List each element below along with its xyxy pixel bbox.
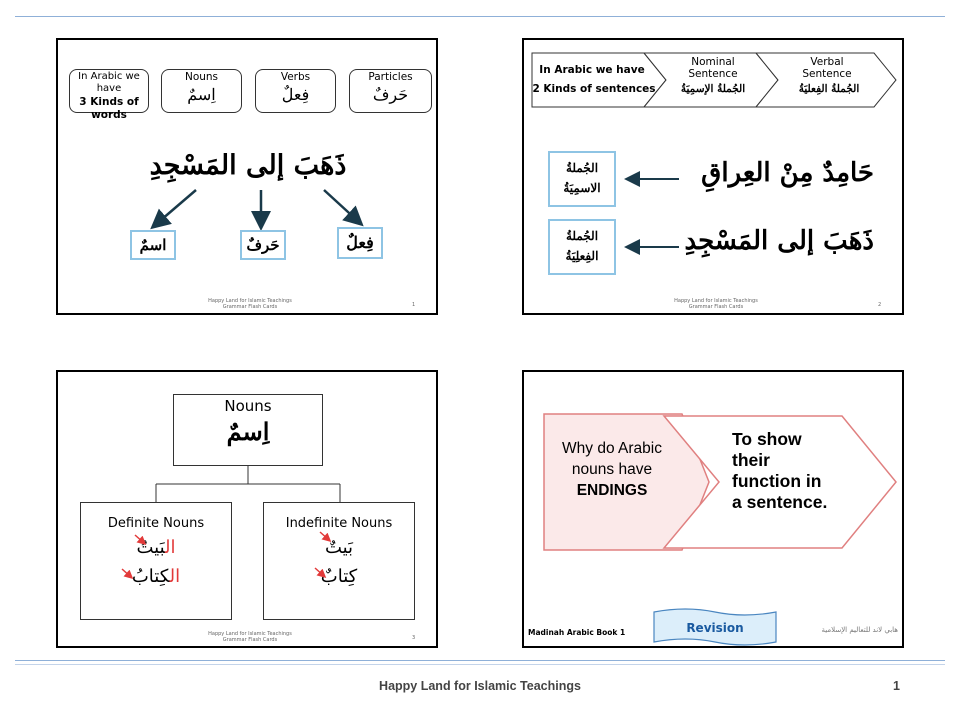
- nouns-label: Nouns: [184, 71, 219, 83]
- intro-line2: 3 Kinds of: [79, 96, 139, 108]
- slide-1-kinds-of-words[interactable]: In Arabic we have 3 Kinds of words Nouns…: [56, 38, 438, 315]
- revision-banner[interactable]: [652, 608, 778, 648]
- indefinite-arrow-2-icon: [314, 567, 327, 578]
- nouns-title-box: Nouns اِسمٌ: [173, 394, 323, 466]
- verbal-arabic: الجُملةُ الفِعليَةُ: [798, 83, 860, 95]
- verbs-box: Verbs فِعلٌ: [255, 69, 336, 113]
- nominal-example: حَامِدٌ مِنْ العِراقِ: [701, 158, 874, 188]
- tree-connector: [155, 466, 341, 502]
- arrow-to-verb: [323, 189, 364, 227]
- slide-footer: Happy Land for Islamic Teachings Grammar…: [208, 631, 292, 643]
- verbal-example: ذَهَبَ إلى المَسْجِدِ: [684, 226, 874, 256]
- nouns-title-arabic: اِسمٌ: [226, 417, 270, 446]
- indefinite-box: Indefinite Nouns بَيتٌ كِتابٌ: [263, 502, 415, 620]
- slide-3-nouns[interactable]: Nouns اِسمٌ Definite Nouns البَيتُ الكِت…: [56, 370, 438, 648]
- slide-4-revision[interactable]: Why do Arabic nouns have ENDINGS To show…: [522, 370, 904, 648]
- verbs-label: Verbs: [280, 71, 311, 83]
- page-number: 1: [893, 679, 900, 693]
- bottom-rule-2: [15, 664, 945, 665]
- definite-arrow-1-icon: [134, 534, 147, 545]
- slide-number: 1: [412, 302, 416, 308]
- indefinite-word-1: بَيتٌ: [324, 537, 354, 558]
- nominal-label: Nominal Sentence: [688, 56, 738, 80]
- particle-box: حَرفٌ: [240, 230, 286, 260]
- arrow-to-noun: [150, 189, 197, 230]
- intro-text: In Arabic we have: [539, 64, 645, 76]
- nouns-arabic: اِسمٌ: [187, 85, 216, 104]
- answer-text: To show their function in a sentence.: [732, 429, 828, 512]
- slide-number: 3: [412, 635, 416, 641]
- pointer-arrows: [624, 171, 679, 255]
- top-rule: [15, 16, 945, 17]
- question-text: Why do Arabic nouns have ENDINGS: [562, 440, 662, 499]
- verbal-box: الجُملةُ الفِعلِيَةُ: [548, 219, 616, 275]
- particles-box: Particles حَرفٌ: [349, 69, 432, 113]
- slide-number: 2: [878, 302, 882, 308]
- arrows: [150, 189, 364, 231]
- definite-arrow-2-icon: [121, 568, 134, 579]
- indefinite-word-2: كِتابٌ: [320, 566, 358, 587]
- nouns-box: Nouns اِسمٌ: [161, 69, 242, 113]
- question-answer-chevrons: [543, 413, 897, 551]
- indefinite-arrow-1-icon: [319, 531, 332, 542]
- slide-footer: Happy Land for Islamic Teachings Grammar…: [674, 298, 758, 310]
- intro-line3: words: [91, 109, 127, 121]
- noun-box: اسمٌ: [130, 230, 176, 260]
- intro-box: In Arabic we have 3 Kinds of words: [69, 69, 149, 121]
- nominal-arabic: الجُملةُ الإسمِيَةُ: [680, 83, 746, 95]
- definite-box: Definite Nouns البَيتُ الكِتابُ: [80, 502, 232, 620]
- definite-word-2: الكِتابُ: [131, 566, 181, 587]
- slide-footer: Happy Land for Islamic Teachings Grammar…: [208, 298, 292, 310]
- nouns-title: Nouns: [224, 397, 272, 415]
- verbs-arabic: فِعلٌ: [281, 85, 310, 104]
- bottom-rule: [15, 660, 945, 661]
- verbal-label: Verbal Sentence: [802, 56, 852, 80]
- slide-2-kinds-of-sentences[interactable]: In Arabic we have 2 Kinds of sentences N…: [522, 38, 904, 315]
- page-footer-title: Happy Land for Islamic Teachings: [379, 679, 581, 693]
- arabic-org-name: هابي لاند للتعاليم الإسلامية: [821, 626, 898, 634]
- particles-label: Particles: [368, 71, 413, 83]
- book-label: Madinah Arabic Book 1: [528, 628, 626, 637]
- intro-line2: 2 Kinds of sentences: [532, 83, 656, 95]
- indefinite-label: Indefinite Nouns: [285, 516, 393, 531]
- chevron-row: [531, 52, 897, 108]
- intro-text: In Arabic we have: [78, 71, 140, 94]
- example-sentence: ذَهَبَ إلى المَسْجِدِ: [149, 150, 347, 181]
- revision-label: Revision: [686, 621, 744, 635]
- red-pointer-arrows: [121, 531, 332, 579]
- definite-label: Definite Nouns: [107, 516, 205, 531]
- verb-box: فِعلٌ: [337, 227, 383, 259]
- particles-arabic: حَرفٌ: [372, 85, 409, 104]
- nominal-box: الجُملةُ الاسمِيَةُ: [548, 151, 616, 207]
